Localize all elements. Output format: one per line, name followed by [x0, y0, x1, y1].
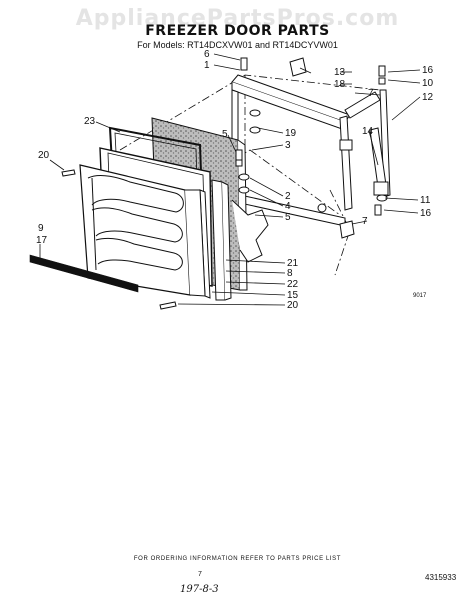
- callout-5-lower: 5: [285, 212, 291, 223]
- callout-20-left: 20: [38, 150, 50, 161]
- callout-10: 10: [422, 78, 434, 89]
- callout-18: 18: [334, 79, 346, 90]
- callout-leader-lines: [39, 53, 421, 306]
- callout-21: 21: [287, 258, 299, 269]
- top-hinge-bar: [231, 74, 351, 131]
- callout-22: 22: [287, 279, 299, 290]
- ordering-note: FOR ORDERING INFORMATION REFER TO PARTS …: [133, 556, 342, 562]
- right-door-bar: [369, 89, 391, 198]
- callout-16-bottom: 16: [420, 208, 432, 219]
- callout-11: 11: [420, 195, 431, 206]
- callout-9: 9: [38, 223, 44, 234]
- page-number: 7: [198, 571, 202, 578]
- callout-16-top: 16: [422, 65, 434, 76]
- right-side-rail: [339, 115, 353, 211]
- callout-3: 3: [285, 140, 291, 151]
- door-stop: [344, 91, 381, 119]
- callout-19: 19: [285, 128, 297, 139]
- screw-set: [61, 57, 388, 310]
- callout-20-bottom: 20: [287, 300, 299, 311]
- callout-2: 2: [285, 191, 291, 202]
- figure-code: 9017: [413, 293, 427, 299]
- callout-8: 8: [287, 268, 293, 279]
- callout-13: 13: [334, 67, 346, 78]
- page-title: FREEZER DOOR PARTS: [145, 23, 330, 39]
- bottom-door-trim: [29, 254, 139, 293]
- model-subtitle: For Models: RT14DCXVW01 and RT14DCYVW01: [137, 40, 338, 50]
- callout-7-bottom: 7: [362, 216, 368, 227]
- callout-15: 15: [287, 290, 299, 301]
- callout-23: 23: [84, 116, 96, 127]
- bottom-cover-plate: [339, 220, 355, 239]
- callout-7-top: 7: [368, 88, 374, 99]
- callout-6: 6: [204, 49, 210, 60]
- cover-plate: [289, 57, 307, 77]
- callout-1: 1: [204, 60, 210, 71]
- callout-17: 17: [36, 235, 48, 246]
- callout-5-upper: 5: [222, 129, 228, 140]
- handwritten-note: 197-8-3: [180, 584, 219, 595]
- callout-4: 4: [285, 201, 291, 212]
- callout-14: 14: [362, 126, 374, 137]
- callout-numbers: 6 1 13 18 16 10 7 12 14 23 19 5 3 20 2 4…: [36, 49, 434, 311]
- document-number: 4315933: [425, 573, 457, 582]
- outer-door-panel: [79, 164, 211, 299]
- watermark: AppliancePartsPros.com: [75, 6, 400, 31]
- callout-12: 12: [422, 92, 434, 103]
